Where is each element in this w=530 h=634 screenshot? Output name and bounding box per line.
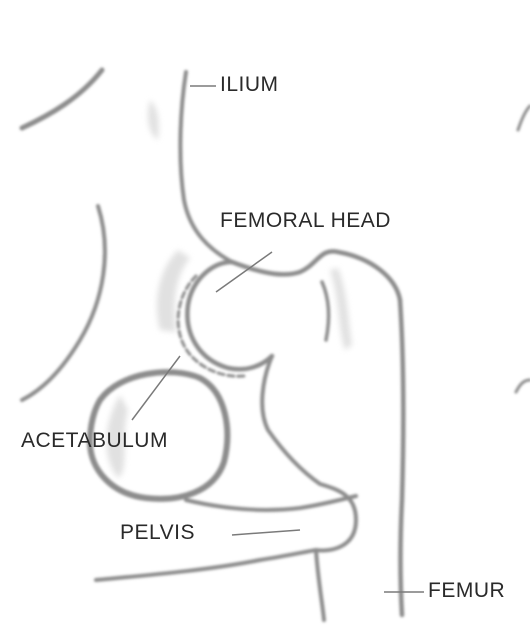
leader-lines [132, 86, 424, 592]
iliac-crest-outline [22, 70, 102, 128]
ilium-left-edge [22, 206, 105, 400]
femoral-neck-outline [232, 251, 400, 300]
acetabulum-leader-line [132, 356, 180, 420]
femoral-head-outline [187, 262, 272, 369]
femur-medial-edge [262, 356, 356, 620]
pelvis-label: PELVIS [120, 522, 195, 543]
pubic-ramus-lower [96, 550, 316, 580]
femur-lateral-edge [400, 300, 403, 615]
ilium-label: ILIUM [220, 74, 279, 95]
ilium-outline [180, 72, 232, 262]
right-edge-mark-lower [516, 380, 530, 392]
acetabulum-label: ACETABULUM [21, 430, 168, 451]
femoral-head-label: FEMORAL HEAD [220, 210, 391, 231]
pubic-ramus-upper [186, 496, 356, 510]
right-edge-mark-upper [518, 106, 530, 130]
femur-label: FEMUR [428, 580, 505, 601]
pelvis-leader-line [232, 530, 300, 535]
trochanter-inner-line [322, 282, 329, 340]
